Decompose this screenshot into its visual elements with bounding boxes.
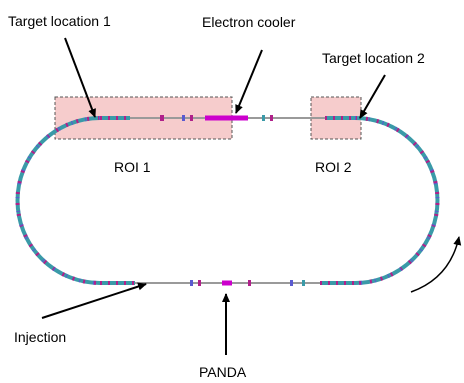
direction-arrow — [410, 236, 462, 293]
roi2-label: ROI 2 — [315, 159, 352, 175]
cooler-label: Electron cooler — [202, 14, 296, 30]
right-arc — [354, 116, 440, 285]
top-straight — [100, 115, 355, 121]
roi1-label: ROI 1 — [114, 159, 151, 175]
left-arc — [15, 116, 101, 285]
target2-arrow — [359, 74, 386, 119]
injection-label: Injection — [14, 329, 66, 345]
injection-arrow — [41, 282, 147, 319]
cooler-arrow — [235, 49, 263, 114]
bottom-straight — [100, 280, 355, 286]
target2-label: Target location 2 — [322, 50, 425, 66]
target1-arrow — [64, 37, 96, 118]
panda-label: PANDA — [199, 364, 247, 380]
target1-label: Target location 1 — [8, 13, 111, 29]
